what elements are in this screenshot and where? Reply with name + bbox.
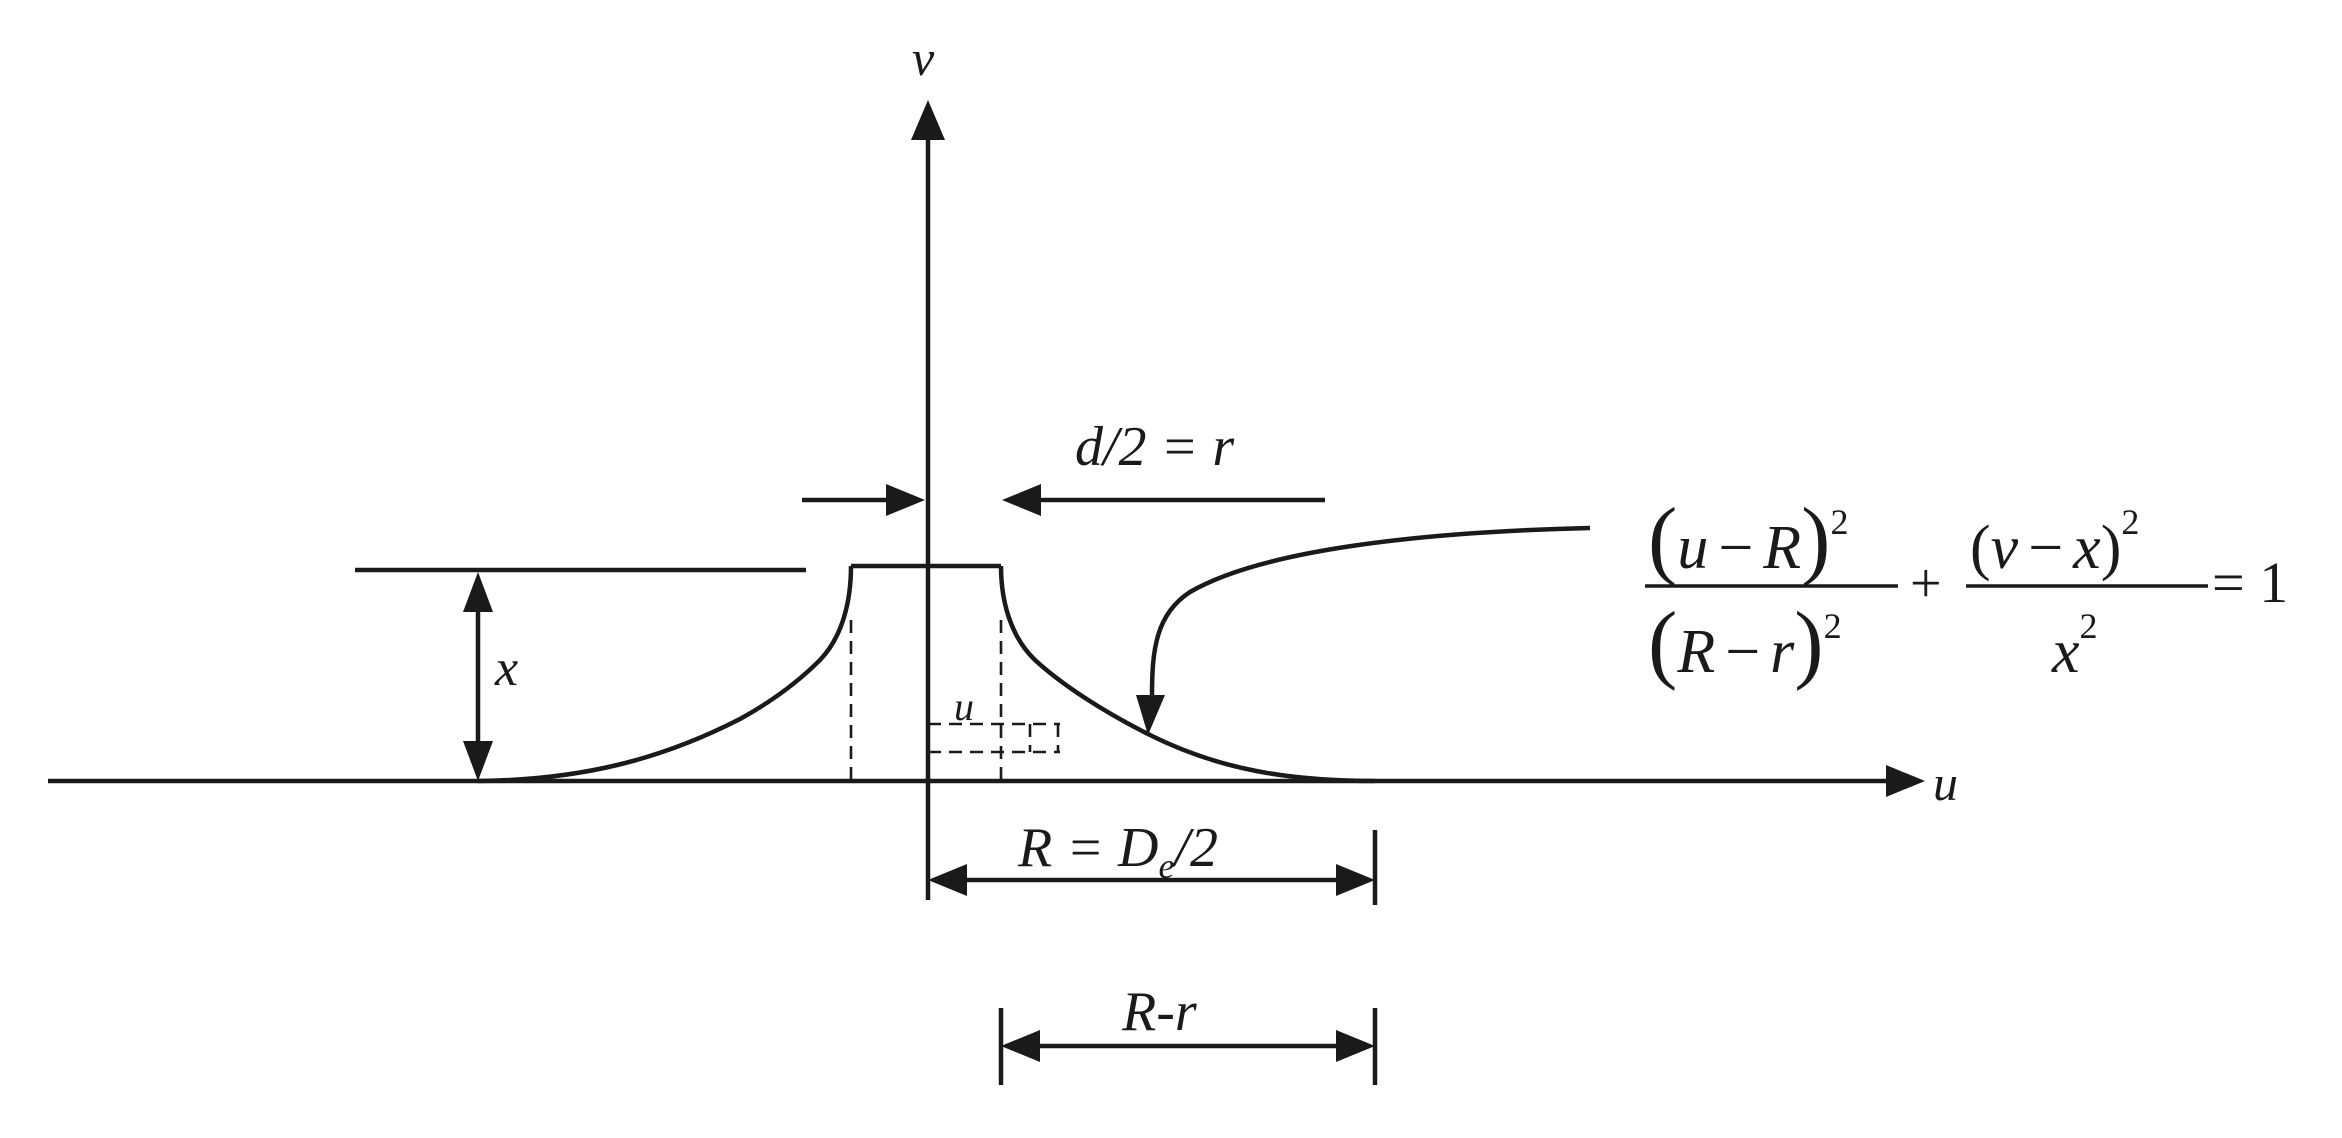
- eq-fraction2-numerator: (v−x)2: [1970, 502, 2139, 582]
- u-axis-label: u: [1933, 755, 1958, 811]
- outer-radius-arrow-right: [1336, 864, 1375, 896]
- height-label: x: [494, 640, 518, 697]
- gap-label: R-r: [1121, 981, 1197, 1043]
- axes: v u: [48, 30, 1958, 900]
- eq-plus: +: [1910, 553, 1942, 615]
- leader-curve: [1149, 525, 1591, 696]
- right-fillet-curve: [998, 565, 1376, 784]
- height-arrow-top: [463, 572, 493, 612]
- outer-radius-dimension: R = De/2: [928, 817, 1378, 905]
- gap-dimension: R-r: [998, 981, 1378, 1085]
- fillet-profile: [477, 563, 1376, 784]
- gap-arrow-left: [1001, 1030, 1040, 1062]
- small-u-label: u: [954, 684, 974, 729]
- outer-radius-lhs: R = D: [1017, 817, 1158, 879]
- eq-fraction1-numerator: (u−R)2: [1648, 491, 1848, 588]
- eq-fraction1-denominator: (R−r)2: [1648, 595, 1842, 692]
- height-dimension: x: [355, 567, 806, 781]
- left-fillet-curve: [477, 565, 854, 784]
- outer-radius-rhs: /2: [1171, 817, 1218, 879]
- outer-radius-subscript: e: [1158, 846, 1174, 886]
- neck-radius-label: d/2 = r: [1075, 416, 1234, 478]
- construction-lines: u: [849, 620, 1060, 781]
- equation-leader: [1136, 525, 1591, 735]
- outer-radius-arrow-left: [928, 864, 967, 896]
- neck-right-arrowhead: [1002, 484, 1041, 516]
- height-arrow-bottom: [463, 741, 493, 781]
- outer-radius-label: R = De/2: [1017, 817, 1218, 886]
- ellipse-equation: (u−R)2 (R−r)2 + (v−x)2 x2 = 1: [1645, 491, 2288, 692]
- eq-equals-one: = 1: [2212, 550, 2288, 615]
- neck-radius-dimension: d/2 = r: [802, 416, 1325, 516]
- v-axis-label: v: [912, 30, 935, 86]
- leader-arrowhead: [1136, 695, 1165, 735]
- eq-fraction2-denominator: x2: [2051, 606, 2098, 686]
- gap-arrow-right: [1336, 1030, 1375, 1062]
- v-axis-arrowhead: [911, 100, 945, 140]
- neck-left-arrowhead: [886, 484, 925, 516]
- u-axis-arrowhead: [1886, 765, 1925, 797]
